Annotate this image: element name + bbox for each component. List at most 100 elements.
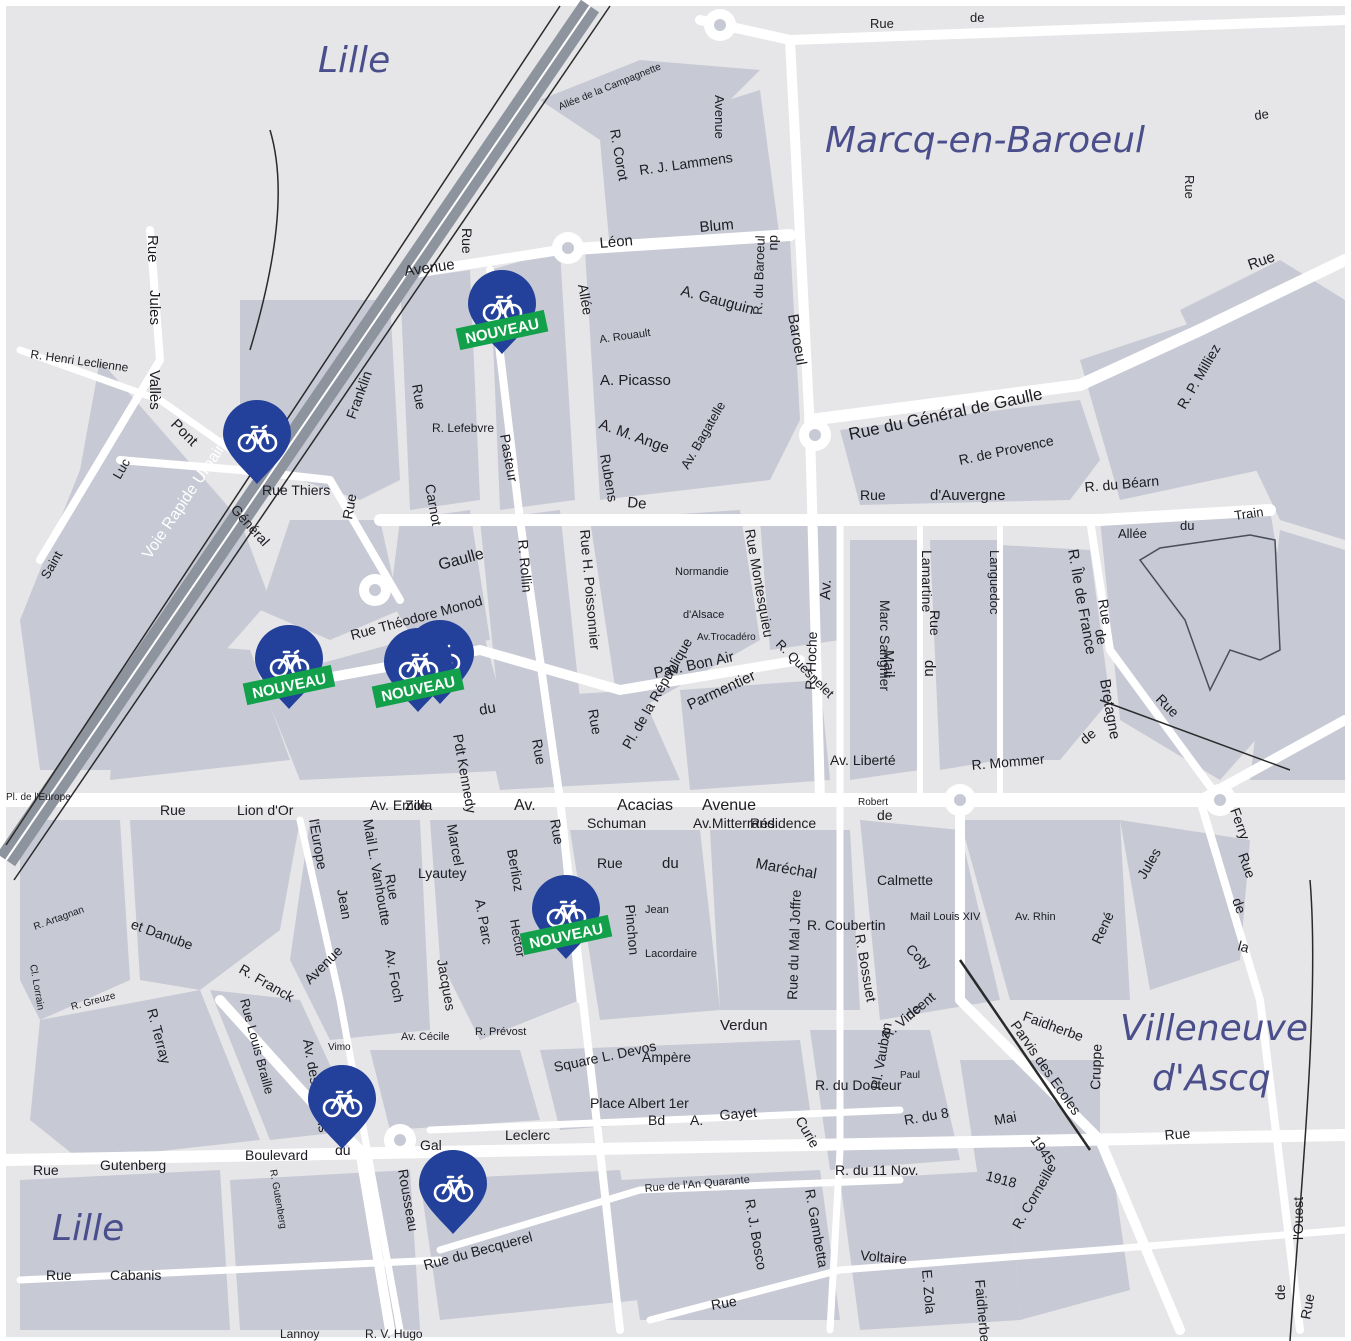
road (0, 1129, 1351, 1166)
road (955, 795, 1185, 1335)
street-label: Rue (710, 1293, 738, 1313)
city-block (710, 830, 860, 1010)
city-block (810, 1030, 960, 1170)
street-label: Av. (514, 797, 536, 814)
street-label: Av. Liberté (830, 752, 896, 768)
road (36, 226, 164, 564)
rail-line (1289, 879, 1314, 1341)
street-label: Pl. de l'Europe (6, 792, 71, 803)
street-label: Résidence (750, 815, 816, 831)
street-label: Pinchon (622, 904, 642, 956)
city-block (600, 90, 780, 250)
street-label: Lannoy (280, 1327, 319, 1341)
street-label: Rue (1095, 598, 1115, 626)
city-block (680, 680, 830, 790)
street-label: Languedoc (987, 550, 1002, 615)
city-label: d'Ascq (1152, 1058, 1271, 1099)
roundabout-center (809, 429, 821, 441)
street-label: Rue (597, 855, 623, 871)
street-label: de (877, 807, 893, 823)
rail-branch (249, 129, 279, 351)
street-label: Rue du Mal Joffre (784, 889, 804, 1000)
street-label: R. Mommer (971, 751, 1046, 773)
city-block (1010, 1150, 1130, 1320)
badge-background (519, 914, 613, 956)
city-label: Lille (318, 40, 390, 81)
street-label: Verdun (720, 1017, 768, 1034)
city-block (1180, 260, 1345, 540)
street-label: Av.Mitterrand (693, 815, 775, 831)
city-block (930, 540, 1000, 770)
bike-station-pin[interactable] (308, 1065, 376, 1149)
street-label: Berlioz (504, 848, 527, 893)
city-label: Lille (52, 1208, 124, 1249)
road (16, 1256, 444, 1284)
rail-line (958, 959, 1092, 1151)
street-label: du (767, 235, 783, 251)
city-block (370, 1050, 540, 1130)
street-label: du (478, 699, 497, 719)
city-labels: LilleMarcq-en-BaroeulVilleneuved'AscqLil… (52, 40, 1308, 1249)
street-label: Paul (900, 1070, 920, 1081)
street-label: Marc Sangnier (877, 600, 893, 691)
bike-station-pin[interactable]: NOUVEAU (371, 628, 465, 712)
street-label: E. Zola (919, 1269, 939, 1315)
bike-station-pin[interactable]: NOUVEAU (242, 625, 336, 709)
city-block (1250, 530, 1345, 780)
street-label: Rue (339, 492, 359, 520)
street-label: Vimo (328, 1042, 351, 1053)
badge-background (455, 309, 549, 351)
street-label: Voltaire (860, 1247, 908, 1267)
street-label: Rue (409, 383, 429, 411)
bike-station-pin[interactable]: NOUVEAU (519, 875, 613, 959)
street-label: R. du Baroeul (750, 235, 768, 315)
street-label: De (627, 494, 648, 513)
street-label: Rue (927, 610, 943, 636)
road (1036, 796, 1304, 1334)
city-block (840, 1170, 1020, 1330)
street-label: Rue (160, 802, 186, 818)
roundabout-center (714, 19, 726, 31)
roundabout-center (562, 242, 574, 254)
street-label: Cabanis (110, 1267, 161, 1283)
city-block (30, 990, 260, 1160)
roundabout-center (394, 1134, 406, 1146)
street-label: Rue (46, 1267, 72, 1283)
street-label: Rue (585, 708, 605, 736)
road (554, 229, 796, 256)
street-label: de (1229, 896, 1249, 916)
city-block (430, 820, 580, 1040)
roundabout-center (369, 584, 381, 596)
bike-station-pin[interactable] (223, 400, 291, 484)
city-block (850, 540, 920, 780)
bike-station-pin[interactable] (419, 1150, 487, 1234)
street-label: Schuman (587, 815, 646, 831)
street-label: Av. Emile (370, 797, 428, 813)
road (374, 504, 1276, 526)
city-block (390, 510, 490, 650)
street-label: Faidherbe (972, 1279, 993, 1341)
park-outline (1138, 534, 1281, 692)
street-label: Boulevard (245, 1147, 308, 1163)
street-label: Avenue (403, 256, 455, 280)
city-block (960, 820, 1130, 1000)
street-label: Rue (33, 1162, 59, 1178)
street-label: R. du 8 (903, 1104, 950, 1128)
street-label: Blum (699, 216, 735, 236)
street-label: R. V. Hugo (365, 1327, 423, 1341)
street-label: Calmette (877, 872, 933, 888)
street-label: Avenue (702, 797, 756, 814)
road (395, 245, 565, 280)
street-label: de (1253, 106, 1269, 123)
street-label: Rue (1297, 1292, 1317, 1320)
street-label: 1918 (984, 1167, 1018, 1191)
bicycle-icon (237, 424, 278, 453)
street-label: A. (690, 1112, 703, 1128)
city-block (110, 640, 290, 780)
street-label: Rue (529, 738, 549, 766)
street-label: Jules (146, 290, 163, 325)
city-block (230, 1170, 420, 1330)
